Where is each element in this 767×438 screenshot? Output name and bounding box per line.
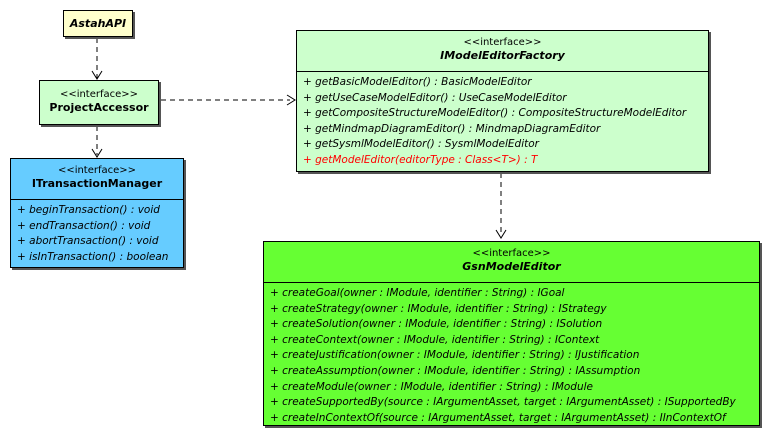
arrowhead-to-gsn bbox=[495, 229, 507, 239]
operation: + abortTransaction() : void bbox=[17, 235, 159, 248]
transaction-manager-operations: + beginTransaction() : void + endTransac… bbox=[11, 199, 183, 265]
operation: + getCompositeStructureModelEditor() : C… bbox=[303, 107, 687, 120]
operation: + isInTransaction() : boolean bbox=[17, 250, 169, 263]
operation: + createInContextOf(source : IArgumentAs… bbox=[270, 411, 726, 424]
operation: + createGoal(owner : IModule, identifier… bbox=[270, 287, 565, 299]
operation: + getSysmlModelEditor() : SysmlModelEdit… bbox=[303, 138, 539, 151]
arrowhead-to-transaction bbox=[91, 148, 103, 158]
generic-operation: + getModelEditor(editorType : Class<T>) … bbox=[303, 153, 538, 166]
model-editor-factory-operations: + getBasicModelEditor() : BasicModelEdit… bbox=[297, 71, 708, 169]
operation: + createContext(owner : IModule, identif… bbox=[270, 333, 600, 346]
operation: + getMindmapDiagramEditor() : MindmapDia… bbox=[303, 122, 601, 135]
gsn-model-editor-operations: + createGoal(owner : IModule, identifier… bbox=[264, 282, 759, 426]
gsn-model-editor-interface[interactable]: <<interface>> GsnModelEditor + createGoa… bbox=[263, 241, 760, 426]
operation: + beginTransaction() : void bbox=[17, 204, 160, 216]
gsn-model-editor-name: GsnModelEditor bbox=[462, 260, 561, 273]
astah-api-class[interactable]: AstahAPI bbox=[63, 10, 133, 37]
model-editor-factory-stereotype: <<interface>> bbox=[463, 37, 542, 48]
gsn-model-editor-stereotype: <<interface>> bbox=[472, 248, 551, 259]
arrowhead-to-factory bbox=[286, 94, 296, 106]
project-accessor-interface[interactable]: <<interface>> ProjectAccessor bbox=[39, 80, 159, 125]
operation: + getBasicModelEditor() : BasicModelEdit… bbox=[303, 76, 532, 88]
operation: + createStrategy(owner : IModule, identi… bbox=[270, 302, 607, 315]
operation: + endTransaction() : void bbox=[17, 219, 151, 232]
operation: + createSolution(owner : IModule, identi… bbox=[270, 318, 603, 331]
transaction-manager-stereotype: <<interface>> bbox=[57, 165, 137, 176]
operation: + createJustification(owner : IModule, i… bbox=[270, 349, 640, 362]
transaction-manager-interface[interactable]: <<interface>> ITransactionManager + begi… bbox=[10, 158, 184, 268]
astah-api-name: AstahAPI bbox=[69, 17, 127, 30]
transaction-manager-name: ITransactionManager bbox=[31, 177, 163, 190]
arrowhead-to-accessor bbox=[91, 70, 103, 80]
operation: + getUseCaseModelEditor() : UseCaseModel… bbox=[303, 91, 567, 104]
operation: + createModule(owner : IModule, identifi… bbox=[270, 380, 594, 393]
model-editor-factory-interface[interactable]: <<interface>> IModelEditorFactory + getB… bbox=[296, 30, 709, 172]
operation: + createSupportedBy(source : IArgumentAs… bbox=[270, 396, 736, 409]
project-accessor-name: ProjectAccessor bbox=[49, 101, 149, 114]
model-editor-factory-name: IModelEditorFactory bbox=[440, 49, 565, 62]
operation: + createAssumption(owner : IModule, iden… bbox=[270, 364, 641, 377]
project-accessor-stereotype: <<interface>> bbox=[59, 89, 139, 100]
